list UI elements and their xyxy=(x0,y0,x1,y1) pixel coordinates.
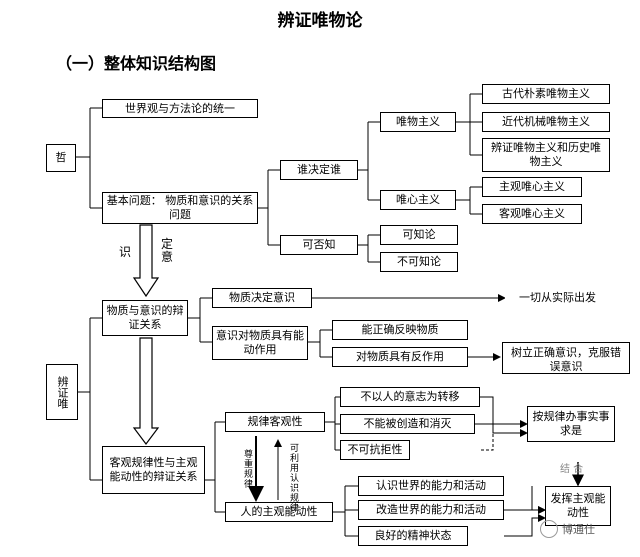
section-heading: （一）整体知识结构图 xyxy=(56,54,217,73)
node-cannot-create-destroy: 不能被创造和消灭 xyxy=(340,414,475,434)
node-dialectical-historical: 辨证唯物主义和历史唯物主义 xyxy=(482,138,610,172)
node-modern-mechanical: 近代机械唯物主义 xyxy=(482,112,610,132)
arrow-label-ding-yi: 定意 xyxy=(160,237,173,264)
node-knowable-yes: 可知论 xyxy=(380,225,458,245)
node-act-per-law: 按规律办事实事求是 xyxy=(527,406,615,442)
node-good-spirit: 良好的精神状态 xyxy=(358,526,468,546)
node-materialism: 唯物主义 xyxy=(380,112,456,132)
faint-annotation: 结 合 xyxy=(560,464,584,475)
node-human-initiative: 人的主观能动性 xyxy=(225,502,333,522)
node-correct-consciousness: 树立正确意识，克服错误意识 xyxy=(502,342,630,374)
document-title: 辨证唯物论 xyxy=(277,11,363,31)
node-ancient-materialism: 古代朴素唯物主义 xyxy=(482,84,610,104)
node-who-decides: 谁决定谁 xyxy=(280,160,358,180)
node-know-world: 认识世界的能力和活动 xyxy=(358,476,504,496)
node-knowable: 可否知 xyxy=(280,235,358,255)
node-react-on-matter: 对物质具有反作用 xyxy=(332,347,468,367)
node-irresistible: 不可抗拒性 xyxy=(340,440,410,460)
node-consciousness-active: 意识对物质具有能动作用 xyxy=(212,326,308,360)
node-knowable-no: 不可知论 xyxy=(380,252,458,272)
node-correctly-reflect: 能正确反映物质 xyxy=(332,320,468,340)
node-objective-idealism: 客观唯心主义 xyxy=(482,204,582,224)
watermark-text: 博通仕 xyxy=(562,523,595,536)
node-worldview-unity: 世界观与方法论的统一 xyxy=(102,99,258,118)
node-law-objectivity: 规律客观性 xyxy=(225,412,325,432)
arrow-label-shi: 识 xyxy=(118,245,131,259)
watermark: 博通仕 xyxy=(540,520,595,538)
label-can-use-law: 可利用认识规律 xyxy=(289,444,299,514)
node-basic-question: 基本问题： 物质和意识的关系问题 xyxy=(102,192,258,224)
node-matter-decides: 物质决定意识 xyxy=(212,288,312,308)
node-idealism: 唯心主义 xyxy=(380,190,456,210)
wechat-icon xyxy=(540,520,558,538)
node-matter-consciousness-dialectic: 物质与意识的辩证关系 xyxy=(102,300,188,336)
node-transform-world: 改造世界的能力和活动 xyxy=(358,500,504,520)
node-law-vs-initiative: 客观规律性与主观能动性的辩证关系 xyxy=(102,446,205,494)
label-must-respect: 尊重规律 xyxy=(243,450,253,490)
node-subjective-idealism: 主观唯心主义 xyxy=(482,177,582,197)
node-dialectical-materialism: 辨证唯 xyxy=(46,364,78,420)
node-zhe: 哲 xyxy=(46,144,76,172)
node-everything-from-reality: 一切从实际出发 xyxy=(505,288,610,308)
node-exert-initiative: 发挥主观能动性 xyxy=(545,486,611,526)
node-independent-of-will: 不以人的意志为转移 xyxy=(340,387,480,407)
